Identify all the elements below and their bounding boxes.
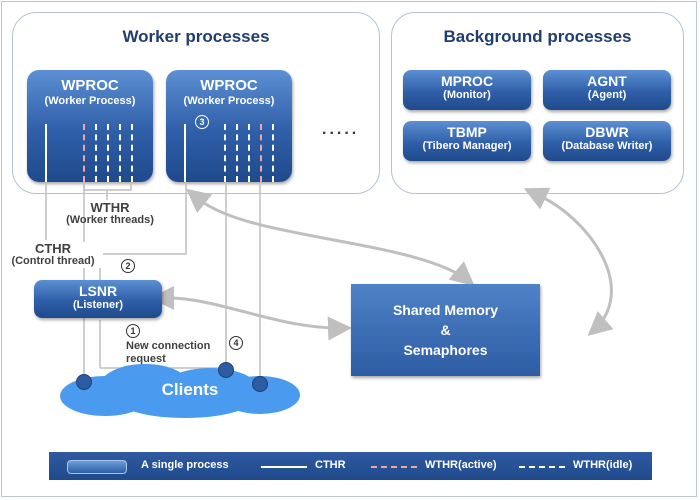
lsnr-name: LSNR (78, 283, 118, 299)
lsnr-to-shm-arrow (150, 286, 352, 341)
lsnr-to-wproc-line (99, 182, 187, 280)
worker-thread-idle-line (236, 124, 238, 182)
wproc-1: WPROC (Worker Process) (27, 70, 153, 182)
shared-memory-line2: & (440, 322, 451, 338)
worker-thread-idle-line (272, 124, 274, 182)
tbmp-sub: (Tibero Manager) (422, 140, 512, 152)
clients-label: Clients (161, 380, 219, 399)
dbwr-sub: (Database Writer) (561, 140, 653, 152)
more-processes-ellipsis: ..... (322, 121, 360, 138)
new-connection-line2: request (126, 353, 166, 365)
mproc-name: MPROC (440, 73, 494, 89)
control-thread-line (184, 124, 186, 182)
worker-thread-active-line (260, 124, 262, 182)
worker-thread-idle-line (119, 124, 121, 182)
step-3-marker: 3 (195, 115, 209, 129)
worker-thread-idle-line (248, 124, 250, 182)
cthr-sub: (Control thread) (11, 255, 95, 267)
wproc-2-name: WPROC (200, 77, 258, 94)
step-1-marker: 1 (126, 324, 140, 338)
wthr-sub: (Worker threads) (66, 214, 154, 226)
clients-cloud: Clients (60, 362, 300, 420)
background-processes-title: Background processes (443, 27, 632, 46)
step-4-marker: 4 (229, 336, 243, 350)
background-to-shm-arrow (523, 187, 614, 336)
new-connection-line1: New connection (126, 340, 211, 352)
wproc-1-name: WPROC (61, 77, 119, 94)
legend-process-label: A single process (141, 459, 229, 471)
step-2-marker: 2 (121, 259, 135, 273)
wproc-2: WPROC (Worker Process) 3 (166, 70, 292, 182)
mproc-sub: (Monitor) (443, 89, 491, 101)
legend-cthr-line (261, 466, 307, 468)
agnt-sub: (Agent) (587, 89, 627, 101)
legend-process-swatch (67, 460, 127, 474)
agnt-box: AGNT (Agent) (543, 70, 671, 110)
wthr-bracket (83, 182, 132, 200)
client-dot-2 (218, 362, 234, 378)
cthr-annotation: CTHR (Control thread) (3, 242, 103, 268)
legend-bar: A single process CTHR WTHR(active) WTHR(… (49, 452, 652, 480)
wthr-name: WTHR (90, 200, 130, 215)
wproc-1-sub: (Worker Process) (44, 95, 136, 107)
legend-cthr-label: CTHR (315, 459, 346, 471)
legend-wthr-active-label: WTHR(active) (425, 459, 497, 471)
client-dot-1 (76, 374, 92, 390)
shared-memory-box: Shared Memory & Semaphores (351, 284, 540, 376)
worker-thread-active-line (83, 124, 85, 182)
lsnr-sub: (Listener) (72, 299, 124, 311)
lsnr-box: LSNR (Listener) (34, 280, 162, 318)
agnt-name: AGNT (587, 73, 627, 89)
dbwr-box: DBWR (Database Writer) (543, 121, 671, 161)
dbwr-name: DBWR (585, 124, 629, 140)
worker-thread-idle-line (131, 124, 133, 182)
legend-wthr-idle-label: WTHR(idle) (573, 459, 633, 471)
tbmp-name: TBMP (447, 124, 487, 140)
control-thread-line (45, 124, 47, 182)
tbmp-box: TBMP (Tibero Manager) (403, 121, 531, 161)
new-connection-annotation: New connection request (112, 340, 222, 366)
legend-wthr-active-line (371, 466, 417, 468)
legend-wthr-idle-line (519, 466, 565, 468)
client-dot-3 (252, 376, 268, 392)
cloud-blob (120, 384, 250, 418)
worker-processes-title: Worker processes (122, 27, 270, 46)
worker-thread-idle-line (224, 124, 226, 182)
worker-thread-idle-line (95, 124, 97, 182)
shared-memory-line1: Shared Memory (392, 302, 499, 318)
worker-to-shm-arrow (185, 188, 475, 286)
mproc-box: MPROC (Monitor) (403, 70, 531, 110)
cthr-name: CTHR (34, 241, 72, 256)
wproc-2-sub: (Worker Process) (183, 95, 275, 107)
wthr-annotation: WTHR (Worker threads) (50, 201, 170, 227)
worker-thread-idle-line (107, 124, 109, 182)
shared-memory-line3: Semaphores (403, 342, 488, 358)
